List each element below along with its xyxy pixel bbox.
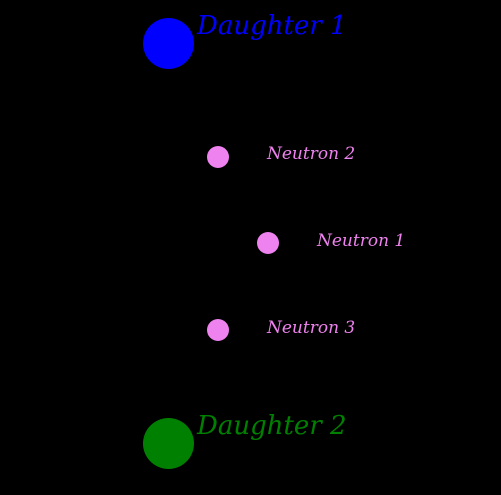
daughter-2-label: Daughter 2 (197, 411, 347, 441)
daughter-1-nucleus (143, 18, 194, 69)
neutron-3-label: Neutron 3 (267, 318, 356, 338)
neutron-1-label: Neutron 1 (317, 231, 406, 251)
neutron-2-label: Neutron 2 (267, 144, 356, 164)
neutron-1-particle (257, 232, 279, 254)
neutron-2-particle (207, 146, 229, 168)
neutron-3-particle (207, 319, 229, 341)
daughter-1-label: Daughter 1 (197, 11, 347, 41)
daughter-2-nucleus (143, 418, 194, 469)
